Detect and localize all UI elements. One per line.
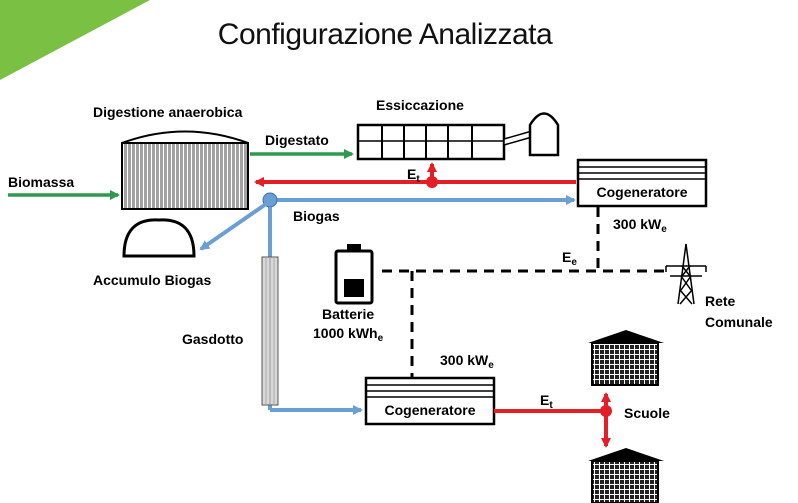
heat-junction-bottom xyxy=(600,405,612,417)
dryer-icon xyxy=(356,112,560,161)
label-digestione: Digestione anaerobica xyxy=(93,104,243,120)
school-top-icon xyxy=(588,330,664,386)
label-power-bottom: 300 kWe xyxy=(440,352,494,371)
label-digestato: Digestato xyxy=(265,132,329,148)
label-rete-comunale: Comunale xyxy=(705,314,773,330)
label-cogeneratore-top: Cogeneratore xyxy=(596,184,688,200)
label-biogas: Biogas xyxy=(293,208,340,224)
digester-icon xyxy=(121,130,249,210)
label-power-top: 300 kWe xyxy=(613,216,667,235)
label-batterie-capacity: 1000 kWhe xyxy=(313,325,384,344)
label-biomassa: Biomassa xyxy=(8,174,75,190)
label-batterie: Batterie xyxy=(322,306,375,322)
biogas-to-accumulo xyxy=(199,202,268,251)
heat-junction-top xyxy=(426,176,438,188)
gasdotto-pipe-icon xyxy=(261,256,279,406)
label-essiccazione: Essiccazione xyxy=(376,97,464,113)
label-cogeneratore-bottom: Cogeneratore xyxy=(384,402,476,418)
electric-lines xyxy=(382,207,664,377)
label-rete: Rete xyxy=(705,293,736,309)
label-ee: Ee xyxy=(562,249,577,268)
label-et-top: Et xyxy=(407,166,420,185)
accumulo-icon xyxy=(122,218,196,258)
label-scuole: Scuole xyxy=(624,405,670,421)
corner-accent xyxy=(0,0,150,80)
page-title: Configurazione Analizzata xyxy=(217,18,553,51)
battery-icon xyxy=(334,244,374,305)
cogeneratore-bottom-icon xyxy=(364,376,496,426)
school-bottom-icon xyxy=(588,448,664,503)
label-et-bottom: Et xyxy=(540,392,553,411)
label-gasdotto: Gasdotto xyxy=(182,331,244,347)
pylon-icon xyxy=(665,243,707,305)
label-accumulo: Accumulo Biogas xyxy=(93,272,212,288)
cogeneratore-top-icon xyxy=(576,158,708,208)
